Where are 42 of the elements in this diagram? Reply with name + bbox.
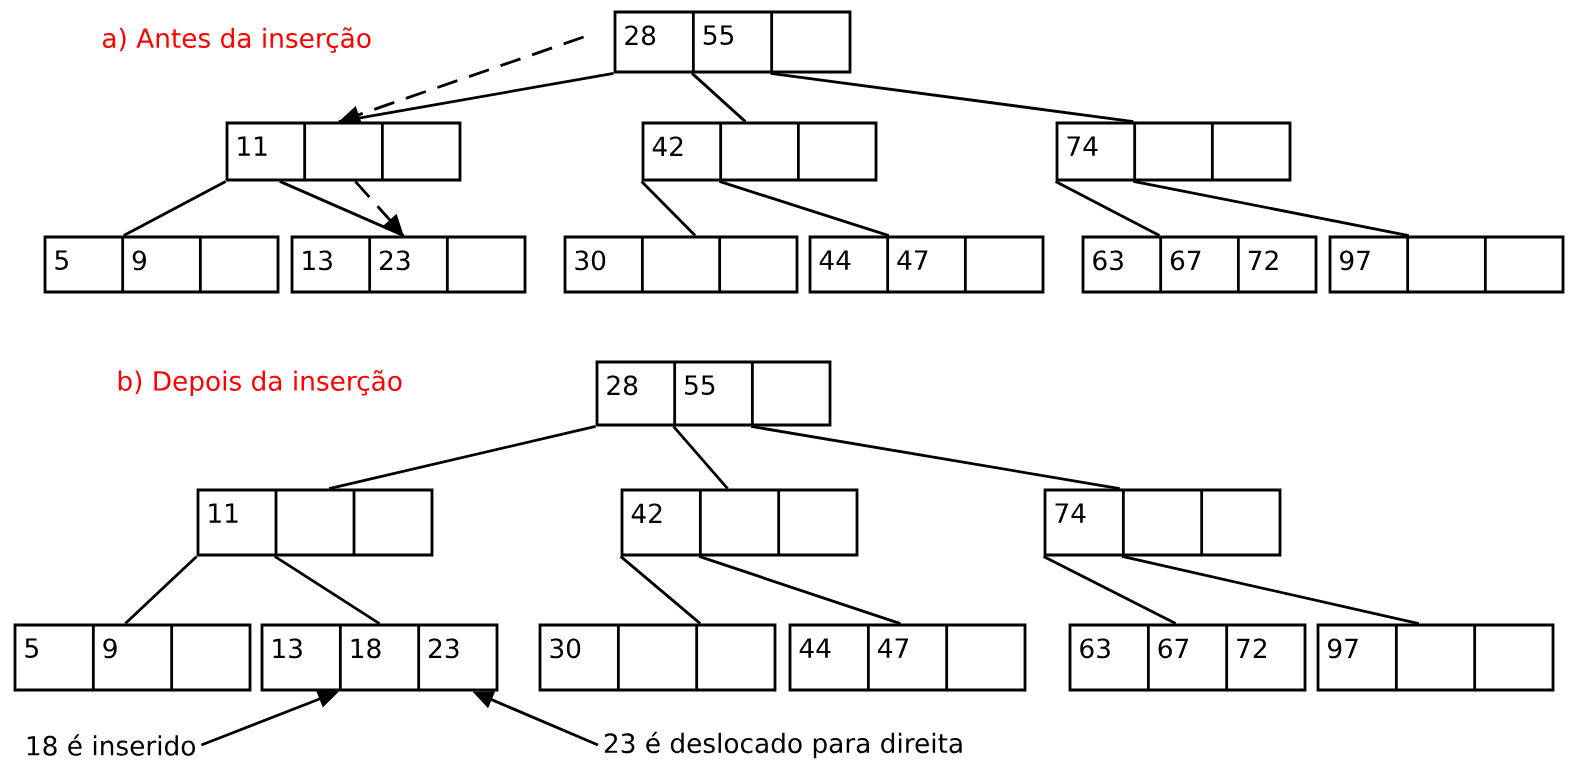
btree-node: 97 bbox=[1316, 623, 1555, 692]
btree-node: 30 bbox=[563, 235, 799, 294]
tree-edge bbox=[751, 425, 1120, 490]
btree-node: 74 bbox=[1055, 121, 1292, 182]
btree-node: 28 55 bbox=[595, 360, 832, 427]
btree-node: 42 bbox=[620, 488, 859, 557]
btree-node: 13 18 23 bbox=[260, 623, 499, 692]
btree-node: 97 bbox=[1328, 235, 1565, 294]
annotation-text: 23 é deslocado para direita bbox=[604, 731, 962, 759]
panel-label: b) Depois da inserção bbox=[118, 370, 402, 396]
tree-edge bbox=[328, 425, 596, 490]
btree-node: 28 55 bbox=[613, 10, 852, 74]
btree-node: 44 47 bbox=[808, 235, 1045, 294]
btree-node: 63 67 72 bbox=[1068, 623, 1307, 692]
tree-edge bbox=[719, 180, 890, 237]
btree-node: 30 bbox=[538, 623, 777, 692]
panel-label: a) Antes da inserção bbox=[103, 27, 371, 53]
btree-node: 11 bbox=[196, 488, 434, 557]
tree-edge bbox=[123, 180, 227, 237]
btree-node: 42 bbox=[641, 121, 878, 182]
btree-node: 63 67 72 bbox=[1081, 235, 1318, 294]
tree-edge bbox=[770, 72, 1134, 123]
btree-node: 5 9 bbox=[13, 623, 252, 692]
tree-edge bbox=[124, 555, 198, 625]
tree-edge bbox=[619, 555, 702, 625]
tree-edge bbox=[1042, 555, 1177, 625]
tree-edge bbox=[1133, 180, 1410, 237]
tree-edge bbox=[640, 180, 697, 237]
btree-node: 74 bbox=[1043, 488, 1282, 557]
annotation-text: 18 é inserido bbox=[27, 734, 195, 756]
tree-edge bbox=[691, 72, 747, 123]
tree-edge bbox=[274, 555, 381, 625]
tree-edge bbox=[338, 72, 614, 123]
tree-edge bbox=[698, 555, 901, 625]
tree-edge bbox=[1054, 180, 1161, 237]
btree-node: 11 bbox=[225, 121, 462, 182]
btree-node: 13 23 bbox=[290, 235, 527, 294]
tree-edge bbox=[279, 180, 405, 237]
tree-edge bbox=[672, 425, 729, 490]
tree-edge bbox=[1121, 555, 1420, 625]
btree-node: 44 47 bbox=[788, 623, 1027, 692]
btree-node: 5 9 bbox=[43, 235, 280, 294]
